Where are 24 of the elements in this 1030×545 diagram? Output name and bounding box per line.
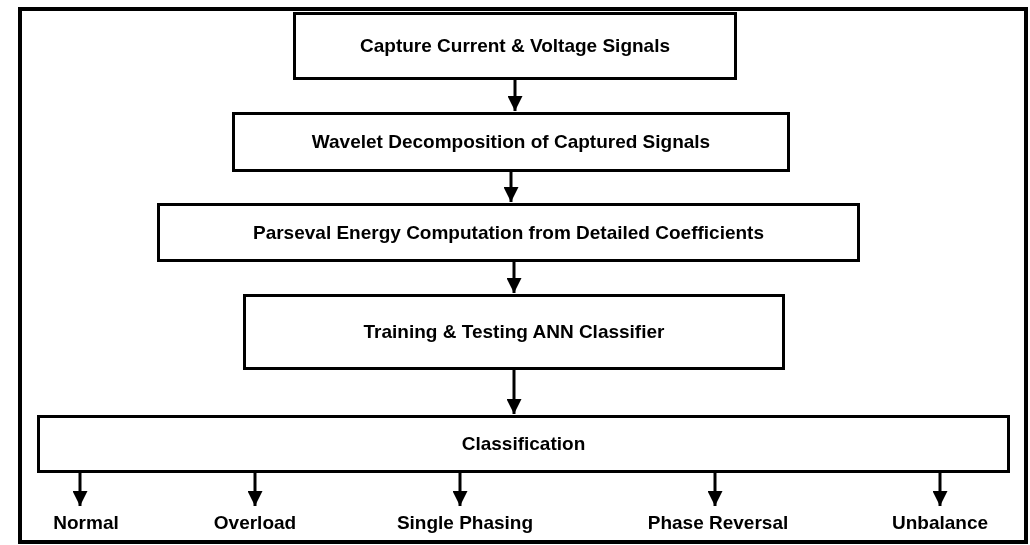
arrow: [72, 473, 88, 506]
output-label: Phase Reversal: [647, 512, 789, 534]
arrow: [503, 172, 519, 202]
box-label: Capture Current & Voltage Signals: [360, 35, 670, 57]
arrow: [506, 262, 522, 293]
box-label: Training & Testing ANN Classifier: [363, 321, 665, 343]
output-label: Normal: [53, 512, 119, 534]
process-box: [293, 12, 737, 80]
arrow: [247, 473, 263, 506]
box-label: Classification: [461, 433, 586, 455]
output-label: Single Phasing: [396, 512, 534, 534]
process-box: [157, 203, 860, 262]
arrow: [452, 473, 468, 506]
output-label: Overload: [213, 512, 297, 534]
process-box: [243, 294, 785, 370]
process-box: [37, 415, 1010, 473]
arrow: [506, 370, 522, 414]
box-label: Parseval Energy Computation from Detailed Coefficients: [253, 221, 764, 244]
box-label: Wavelet Decomposition of Captured Signals: [311, 131, 711, 153]
output-label: Unbalance: [891, 512, 989, 534]
arrow: [932, 473, 948, 506]
process-box: [232, 112, 790, 172]
arrow: [507, 80, 523, 111]
arrow: [707, 473, 723, 506]
